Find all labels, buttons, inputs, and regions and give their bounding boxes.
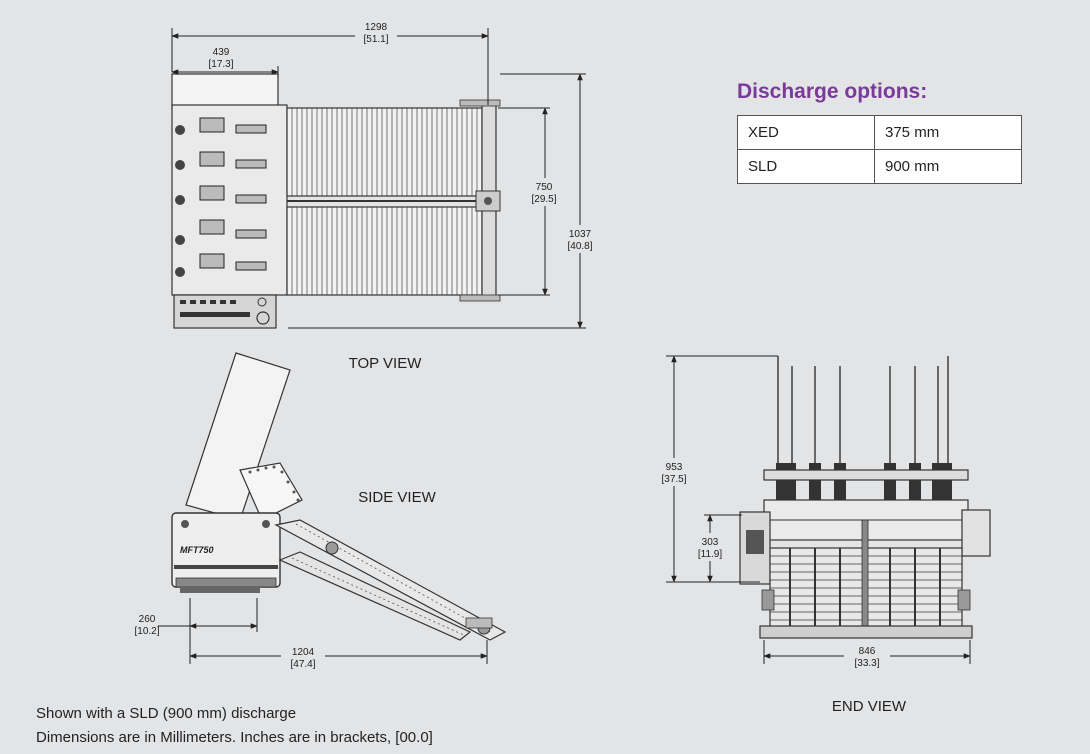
dim-top-feed-mm: 439 bbox=[213, 47, 230, 58]
side-view-dimension-lines bbox=[158, 598, 488, 664]
end-view-label: END VIEW bbox=[832, 698, 907, 715]
dim-side-base-in: [10.2] bbox=[134, 626, 159, 637]
side-view-label: SIDE VIEW bbox=[358, 489, 436, 506]
dim-top-depth-mm: 1037 bbox=[569, 229, 592, 240]
top-view-feeder bbox=[171, 104, 288, 296]
side-view: MFT750 bbox=[171, 352, 507, 641]
dim-top-width-in: [51.1] bbox=[363, 34, 388, 45]
end-view bbox=[739, 356, 991, 639]
dim-side-length-mm: 1204 bbox=[292, 647, 315, 658]
dim-side-base-mm: 260 bbox=[139, 614, 156, 625]
dim-end-width-in: [33.3] bbox=[854, 658, 879, 669]
dim-end-width-mm: 846 bbox=[859, 646, 876, 657]
discharge-type-cell: SLD bbox=[737, 149, 875, 184]
dim-top-depth-in: [40.8] bbox=[567, 241, 592, 252]
discharge-size-cell: 900 mm bbox=[874, 149, 1022, 184]
dim-side-length-in: [47.4] bbox=[290, 659, 315, 670]
top-view-label: TOP VIEW bbox=[349, 355, 423, 372]
note-discharge: Shown with a SLD (900 mm) discharge bbox=[36, 705, 297, 722]
dim-end-lower-mm: 303 bbox=[702, 537, 719, 548]
top-view-conveyor-lower bbox=[286, 206, 483, 296]
table-row: SLD 900 mm bbox=[737, 149, 1022, 184]
dim-top-inner-mm: 750 bbox=[536, 182, 553, 193]
dim-top-inner-in: [29.5] bbox=[531, 194, 556, 205]
top-view-hopper bbox=[171, 73, 279, 110]
discharge-options-title: Discharge options: bbox=[737, 80, 928, 103]
note-units: Dimensions are in Millimeters. Inches ar… bbox=[36, 729, 433, 746]
top-view-conveyor-upper bbox=[286, 107, 483, 197]
dim-top-feed-in: [17.3] bbox=[208, 59, 233, 70]
top-view bbox=[171, 73, 501, 329]
dim-end-height-mm: 953 bbox=[666, 462, 683, 473]
side-view-machine-label: MFT750 bbox=[180, 545, 214, 555]
discharge-type-cell: XED bbox=[737, 115, 875, 150]
discharge-size-cell: 375 mm bbox=[874, 115, 1022, 150]
dim-end-lower-in: [11.9] bbox=[698, 549, 722, 560]
table-row: XED 375 mm bbox=[737, 115, 1022, 150]
dim-end-height-in: [37.5] bbox=[661, 474, 686, 485]
dim-top-width-mm: 1298 bbox=[365, 22, 388, 33]
discharge-options-table: XED 375 mm SLD 900 mm bbox=[737, 115, 1022, 184]
